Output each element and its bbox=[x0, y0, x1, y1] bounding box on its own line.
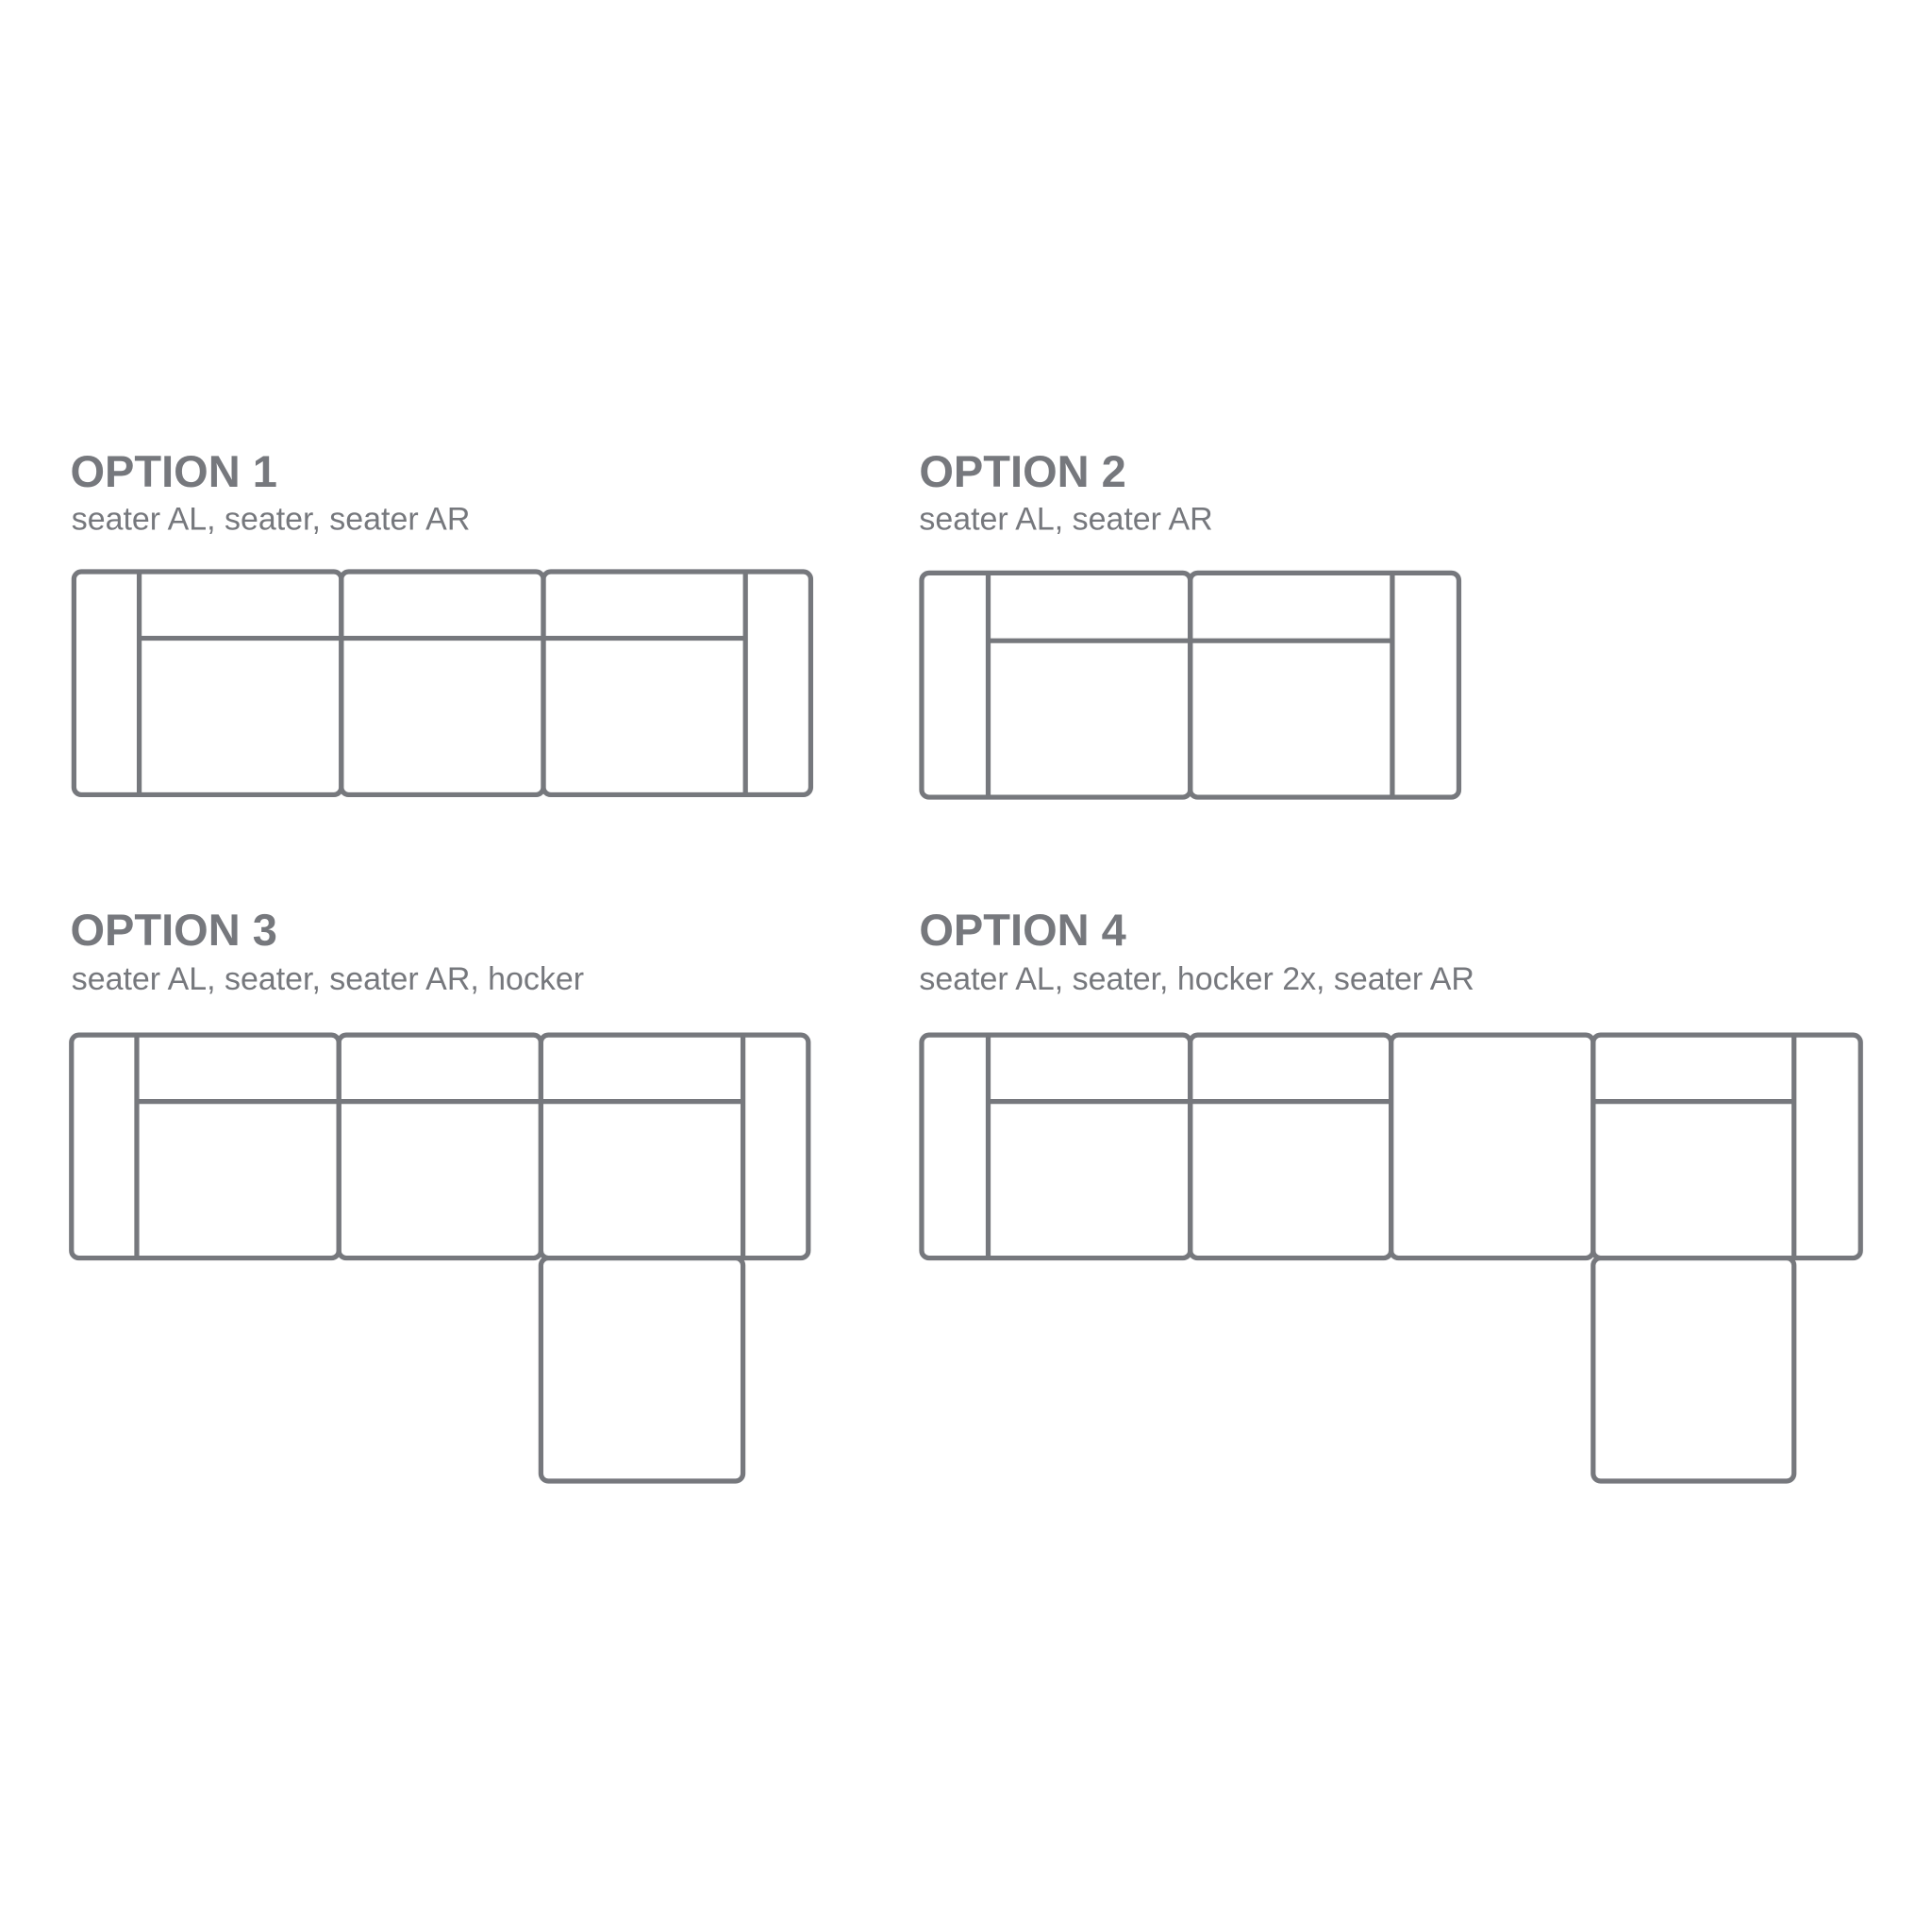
option-4: OPTION 4 seater AL, seater, hocker 2x, s… bbox=[919, 905, 1863, 1484]
module-seater-al bbox=[919, 1032, 1193, 1261]
option-2: OPTION 2 seater AL, seater AR bbox=[919, 446, 1462, 800]
sofa-diagram bbox=[69, 1032, 811, 1484]
option-1: OPTION 1 seater AL, seater, seater AR bbox=[70, 446, 814, 798]
module-hocker bbox=[1591, 1255, 1797, 1484]
option-subtitle: seater AL, seater, seater AR, hocker bbox=[72, 961, 584, 997]
module-seater bbox=[339, 569, 546, 798]
module-seater-al bbox=[71, 569, 344, 798]
sofa-diagram bbox=[71, 569, 814, 798]
module-seater-ar bbox=[538, 1032, 811, 1261]
module-hocker bbox=[538, 1255, 746, 1484]
sofa-diagram bbox=[919, 1032, 1863, 1484]
module-hocker bbox=[1388, 1032, 1596, 1261]
module-seater-al bbox=[919, 570, 1193, 800]
sofa-diagram bbox=[919, 570, 1462, 800]
option-title: OPTION 4 bbox=[919, 905, 1125, 955]
module-seater-ar bbox=[1591, 1032, 1863, 1261]
module-seater bbox=[1188, 1032, 1394, 1261]
module-seater-al bbox=[69, 1032, 341, 1261]
option-subtitle: seater AL, seater, hocker 2x, seater AR bbox=[919, 961, 1474, 997]
option-subtitle: seater AL, seater, seater AR bbox=[72, 502, 471, 538]
option-title: OPTION 1 bbox=[70, 446, 276, 496]
option-title: OPTION 2 bbox=[919, 446, 1125, 496]
option-3: OPTION 3 seater AL, seater, seater AR, h… bbox=[69, 905, 811, 1484]
module-seater-ar bbox=[541, 569, 814, 798]
module-seater bbox=[336, 1032, 543, 1261]
module-seater-ar bbox=[1188, 570, 1462, 800]
option-subtitle: seater AL, seater AR bbox=[919, 502, 1212, 538]
option-title: OPTION 3 bbox=[70, 905, 276, 955]
